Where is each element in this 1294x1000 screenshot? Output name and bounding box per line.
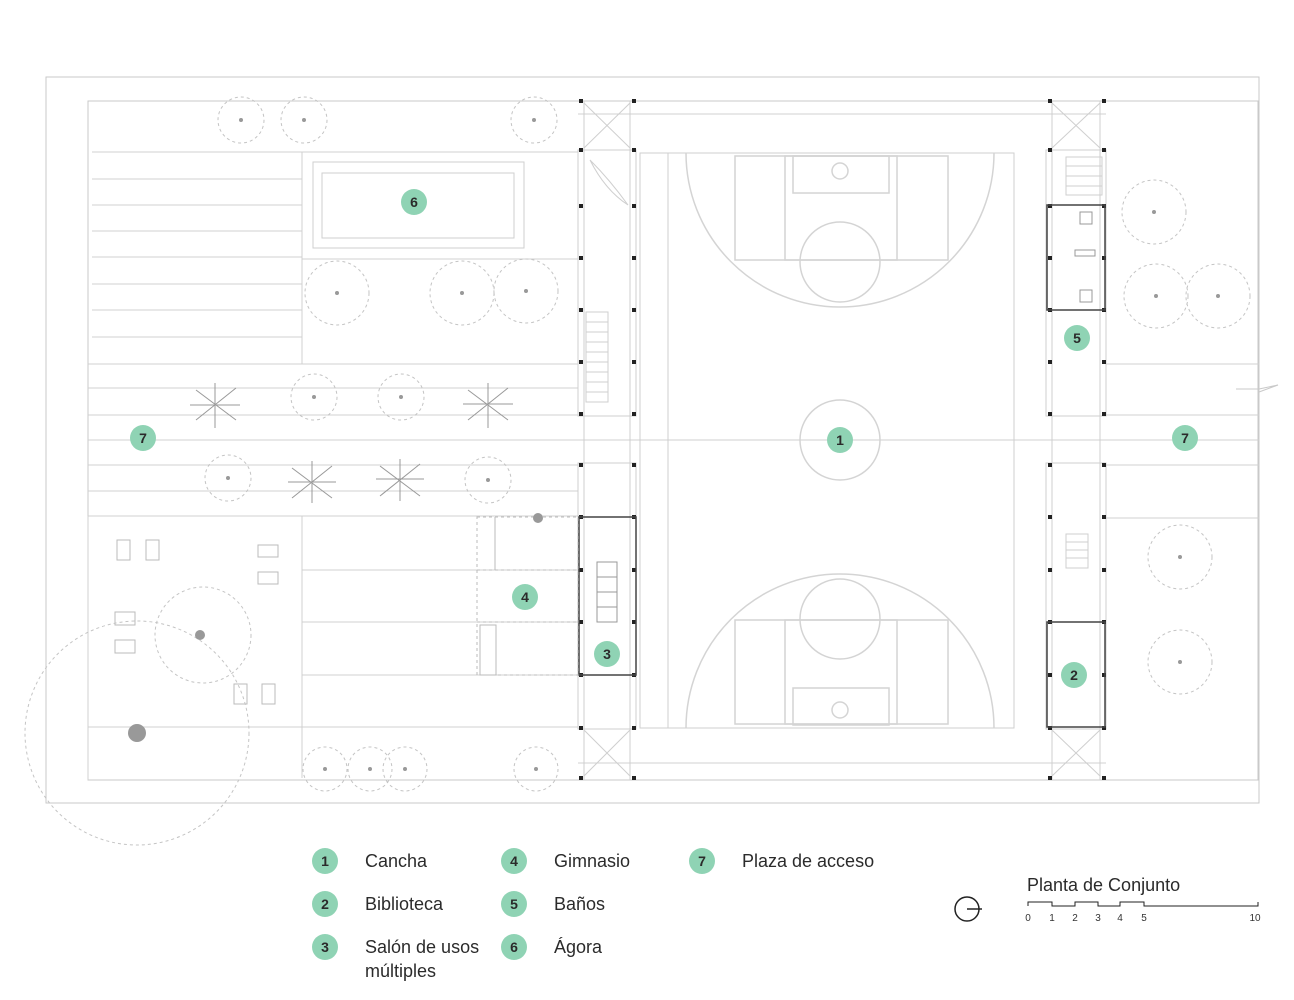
legend-label-biblioteca: Biblioteca bbox=[365, 894, 444, 914]
legend-badge-1: 1 bbox=[312, 848, 338, 874]
walkway-lines bbox=[88, 113, 1259, 764]
svg-text:7: 7 bbox=[1181, 430, 1189, 446]
legend-label-plaza: Plaza de acceso bbox=[742, 851, 875, 871]
fixtures bbox=[596, 211, 1096, 623]
legend-label-gimnasio: Gimnasio bbox=[554, 851, 631, 871]
legend-badge-2: 2 bbox=[312, 891, 338, 917]
trees bbox=[24, 96, 1251, 846]
scale-bar bbox=[1027, 901, 1259, 907]
marker-7-right: 7 bbox=[1172, 425, 1198, 451]
gym-structure bbox=[476, 516, 579, 676]
svg-text:1: 1 bbox=[836, 432, 844, 448]
legend-label-salon: Salón de usos múltiples bbox=[365, 937, 480, 981]
restroom-block bbox=[578, 204, 1106, 728]
svg-text:5: 5 bbox=[1141, 913, 1147, 924]
svg-text:7: 7 bbox=[139, 430, 147, 446]
svg-text:10: 10 bbox=[1249, 913, 1261, 924]
scale-ticks: 0 1 2 3 4 5 10 bbox=[1025, 913, 1261, 924]
svg-text:3: 3 bbox=[1095, 913, 1101, 924]
tree-trunks bbox=[128, 118, 1220, 771]
legend-badge-3: 3 bbox=[312, 934, 338, 960]
svg-text:6: 6 bbox=[410, 194, 418, 210]
marker-6: 6 bbox=[401, 189, 427, 215]
court-markings bbox=[685, 152, 995, 729]
svg-text:1: 1 bbox=[1049, 913, 1055, 924]
legend-badge-7: 7 bbox=[689, 848, 715, 874]
legend-badge-4: 4 bbox=[501, 848, 527, 874]
columns bbox=[579, 99, 1106, 780]
svg-text:4: 4 bbox=[521, 589, 529, 605]
marker-1: 1 bbox=[827, 427, 853, 453]
legend-label-agora: Ágora bbox=[554, 937, 603, 957]
svg-text:3: 3 bbox=[603, 646, 611, 662]
gym-column-marker bbox=[533, 513, 543, 523]
north-arrow-icon bbox=[954, 896, 982, 922]
marker-2: 2 bbox=[1061, 662, 1087, 688]
marker-4: 4 bbox=[512, 584, 538, 610]
marker-5: 5 bbox=[1064, 325, 1090, 351]
marker-7-left: 7 bbox=[130, 425, 156, 451]
cafe-tables bbox=[114, 539, 279, 705]
svg-text:5: 5 bbox=[1073, 330, 1081, 346]
palm-plants bbox=[190, 383, 513, 503]
agora-stage bbox=[312, 161, 525, 249]
stairs bbox=[585, 156, 1103, 569]
svg-text:2: 2 bbox=[1070, 667, 1078, 683]
svg-text:2: 2 bbox=[1072, 913, 1078, 924]
legend-label-banos: Baños bbox=[554, 894, 606, 914]
entry-bays bbox=[583, 102, 1101, 777]
svg-text:4: 4 bbox=[1117, 913, 1123, 924]
gym-strips bbox=[87, 516, 578, 780]
plan-title: Planta de Conjunto bbox=[1027, 875, 1181, 895]
terrace-steps bbox=[92, 151, 578, 364]
svg-text:0: 0 bbox=[1025, 913, 1031, 924]
legend-badge-6: 6 bbox=[501, 934, 527, 960]
legend-label-cancha: Cancha bbox=[365, 851, 428, 871]
marker-3: 3 bbox=[594, 641, 620, 667]
legend-badge-5: 5 bbox=[501, 891, 527, 917]
